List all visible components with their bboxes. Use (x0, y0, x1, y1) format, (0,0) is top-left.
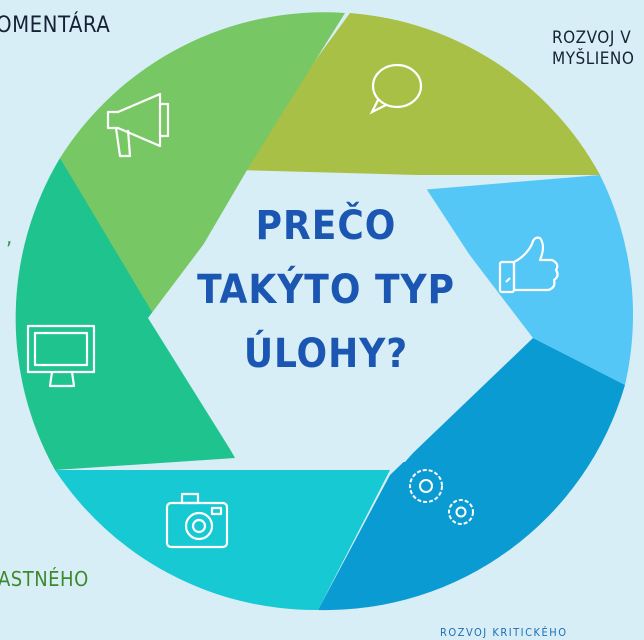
gears-icon (409, 469, 474, 525)
center-title-line3: úlohy? (243, 331, 409, 377)
caption-bottom-right: ROZVOJ KRITICKÉHO (440, 626, 568, 639)
segment-bottom-right (318, 338, 625, 611)
caption-left-fragment: , (6, 225, 13, 250)
segment-top-left (60, 12, 345, 322)
monitor-icon (26, 324, 96, 388)
caption-top-left: OMENTÁRA (0, 13, 111, 38)
segment-bottom (55, 470, 390, 611)
speech-bubble-icon (369, 63, 423, 115)
caption-top-right-line2: MYŠLIENO (552, 49, 635, 70)
caption-top-right-line1: ROZVOJ V (552, 28, 632, 48)
camera-icon (165, 492, 229, 549)
center-title-line1: Prečo (255, 203, 397, 249)
caption-top-right: ROZVOJ V MYŠLIENO (552, 28, 634, 71)
center-title-line2: takýto typ (197, 267, 455, 313)
center-title: Prečo takýto typ úlohy? (196, 194, 456, 386)
center-hexagon (148, 176, 520, 462)
thumbs-up-icon (498, 236, 559, 294)
segment-left (15, 158, 235, 470)
caption-bottom-left: ASTNÉHO (0, 567, 89, 591)
segment-right (420, 175, 634, 385)
megaphone-icon (106, 92, 170, 158)
segment-top (235, 13, 600, 175)
